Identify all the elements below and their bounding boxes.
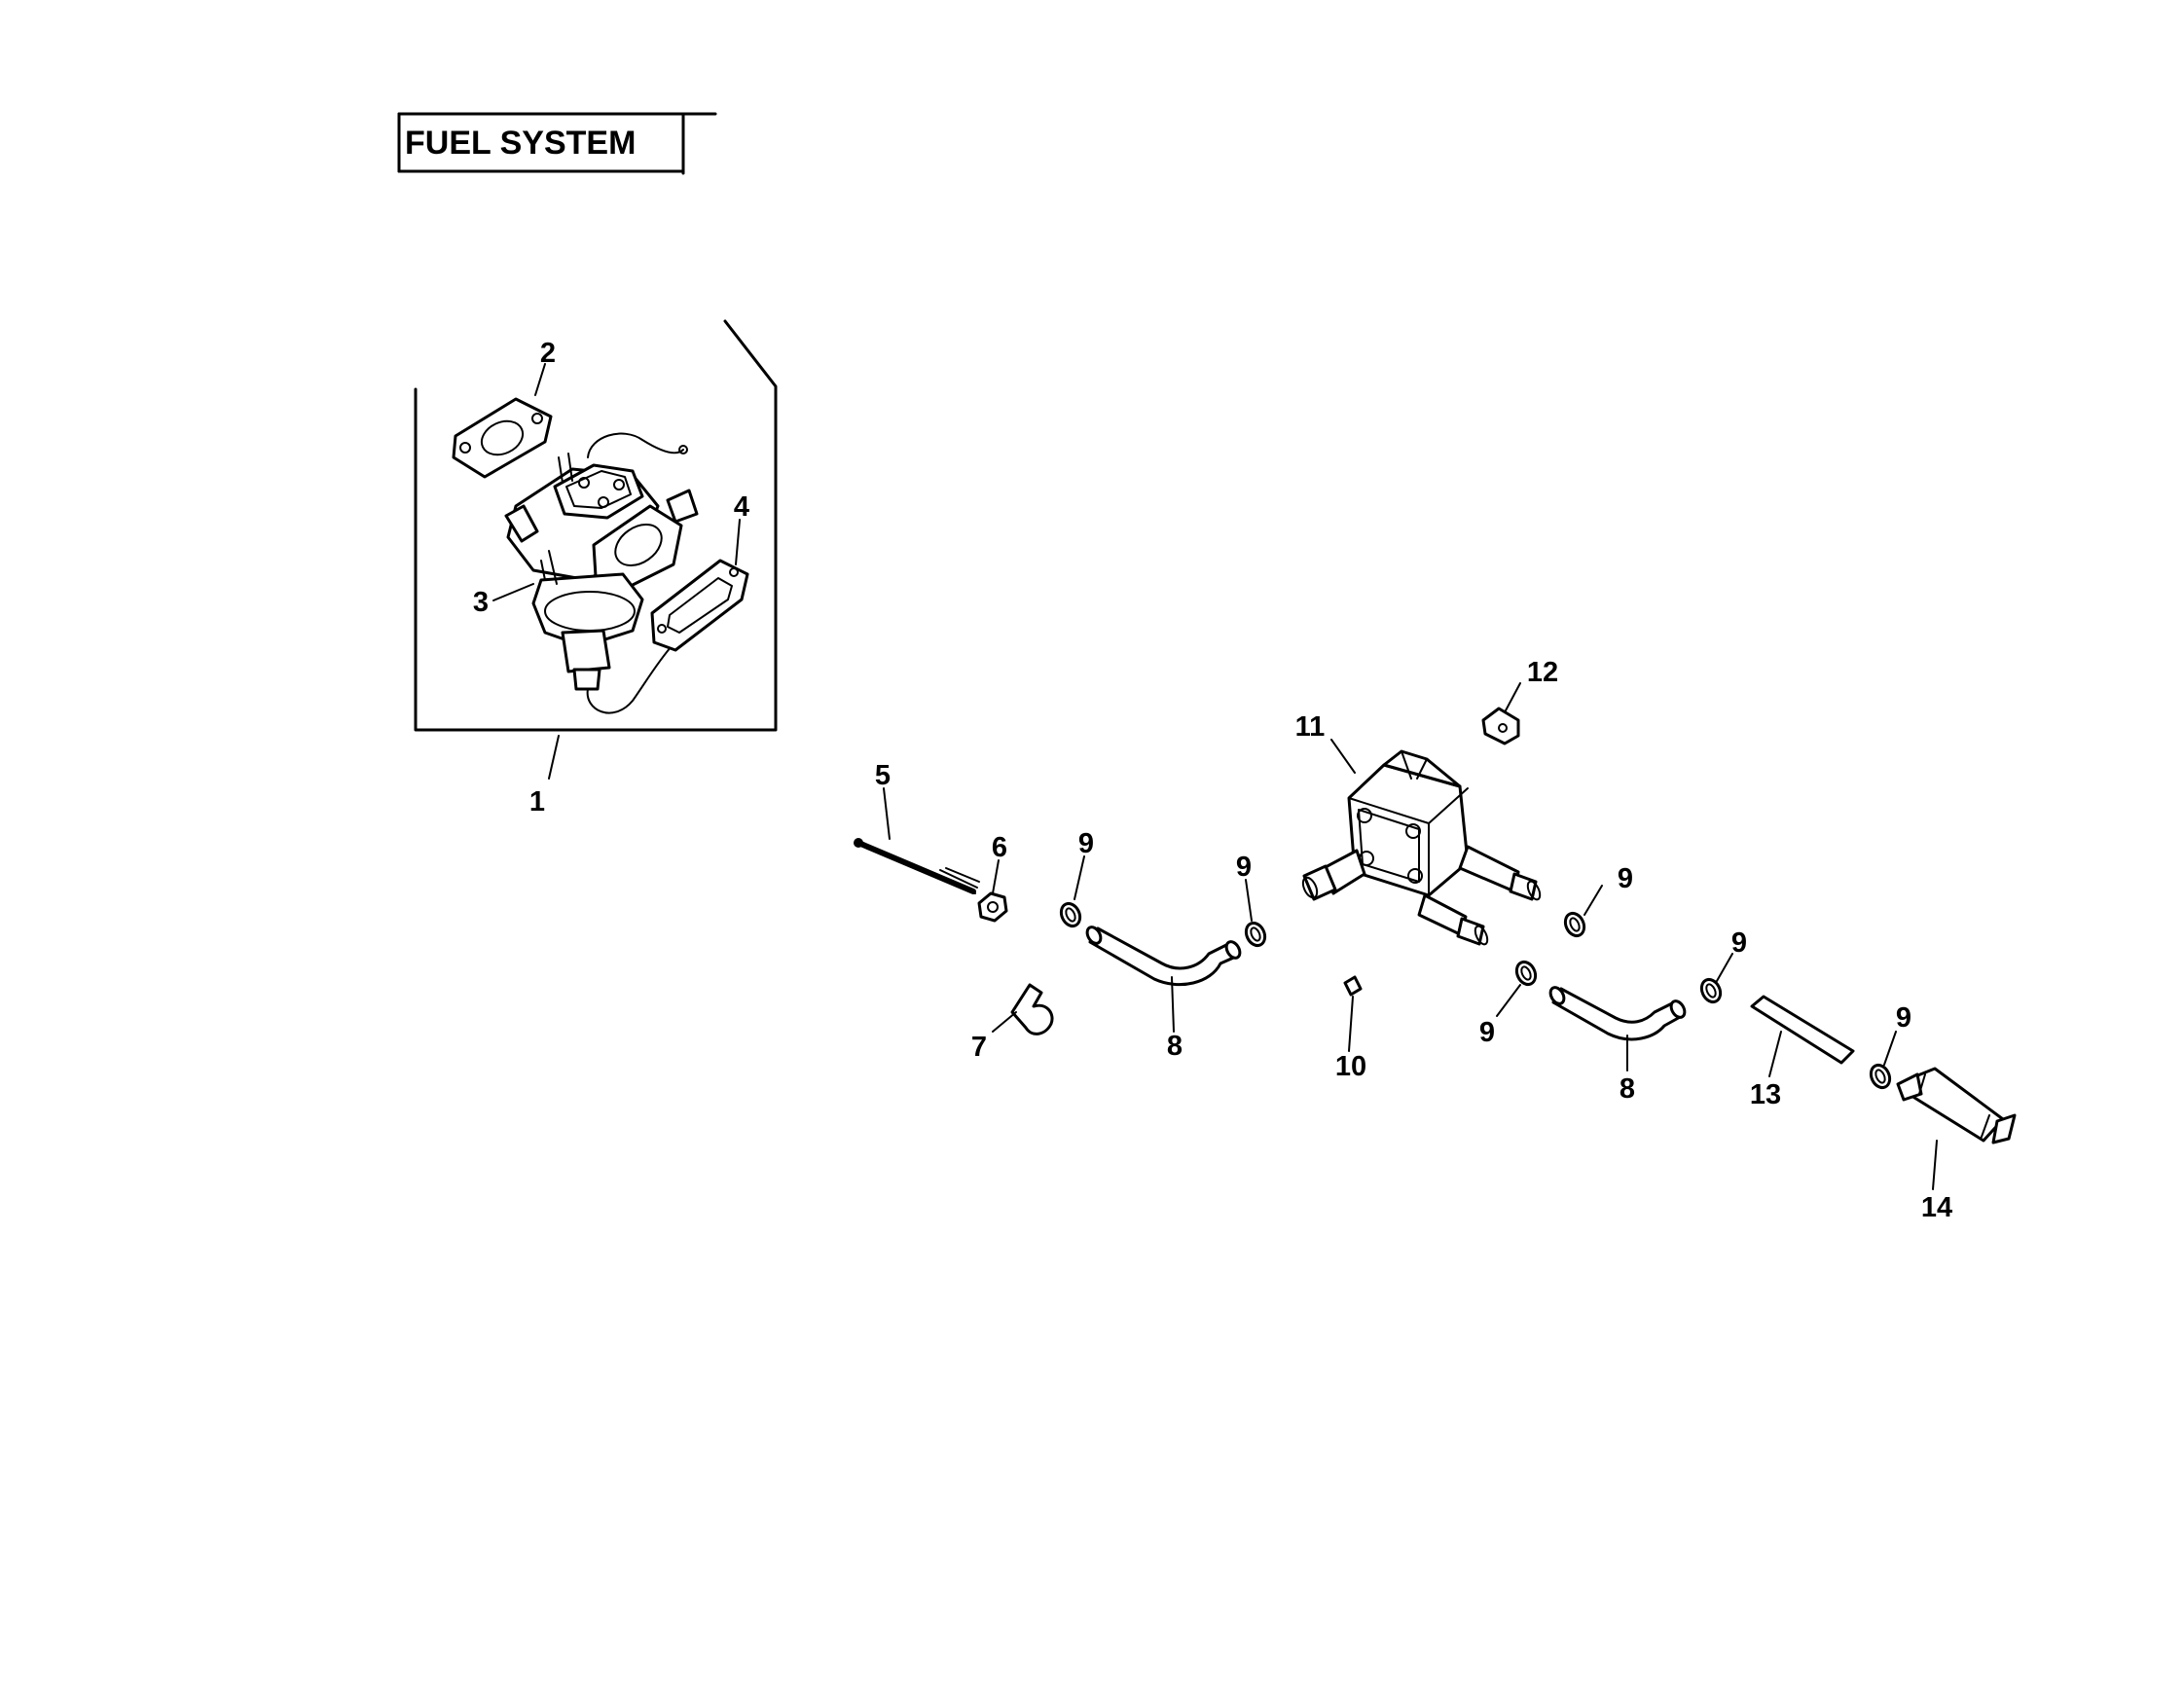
callout-1: 1 (529, 786, 545, 817)
callout-7: 7 (971, 1032, 987, 1063)
hose-clamp-2 (1244, 921, 1267, 948)
clamp-bracket (1010, 983, 1054, 1035)
callout-9e: 9 (1731, 927, 1747, 959)
callout-9c: 9 (1618, 863, 1633, 894)
callout-8b: 8 (1620, 1073, 1635, 1105)
carburetor-gasket-side (650, 559, 749, 652)
hose-clamp-5 (1699, 977, 1723, 1004)
callout-8a: 8 (1167, 1031, 1183, 1062)
callout-14: 14 (1921, 1192, 1952, 1223)
callout-13: 13 (1750, 1079, 1781, 1110)
hose-clamp-4 (1514, 960, 1538, 987)
title-box: FUEL SYSTEM (397, 112, 717, 175)
callout-5: 5 (875, 760, 891, 791)
callout-10: 10 (1335, 1051, 1366, 1082)
callout-11: 11 (1295, 711, 1326, 743)
hose-clamp-3 (1563, 911, 1586, 938)
fuel-filter (1896, 1067, 2017, 1144)
callout-2: 2 (540, 338, 556, 369)
callout-9d: 9 (1479, 1017, 1495, 1048)
stud-bolt (854, 838, 980, 894)
callout-9a: 9 (1078, 828, 1094, 859)
fuel-hose-right (1548, 986, 1687, 1041)
callout-6: 6 (992, 832, 1007, 863)
hose-clamp-1 (1059, 901, 1082, 928)
small-fitting (1343, 975, 1363, 997)
hex-nut (977, 891, 1008, 923)
callout-9f: 9 (1896, 1002, 1911, 1034)
fuel-hose-left (1085, 926, 1242, 987)
pump-cap (1481, 707, 1520, 745)
fuel-pump (1301, 749, 1542, 946)
carburetor-assembly-box (414, 319, 778, 732)
callout-4: 4 (734, 491, 749, 523)
callout-12: 12 (1527, 657, 1558, 688)
page-title: FUEL SYSTEM (405, 125, 636, 162)
carburetor (504, 432, 699, 714)
callout-3: 3 (473, 587, 489, 618)
fuel-line-piece (1750, 995, 1855, 1065)
hose-clamp-6 (1869, 1063, 1892, 1090)
leader-lines (492, 363, 1938, 1190)
callout-9b: 9 (1236, 852, 1252, 883)
carburetor-gasket-top (452, 397, 553, 479)
